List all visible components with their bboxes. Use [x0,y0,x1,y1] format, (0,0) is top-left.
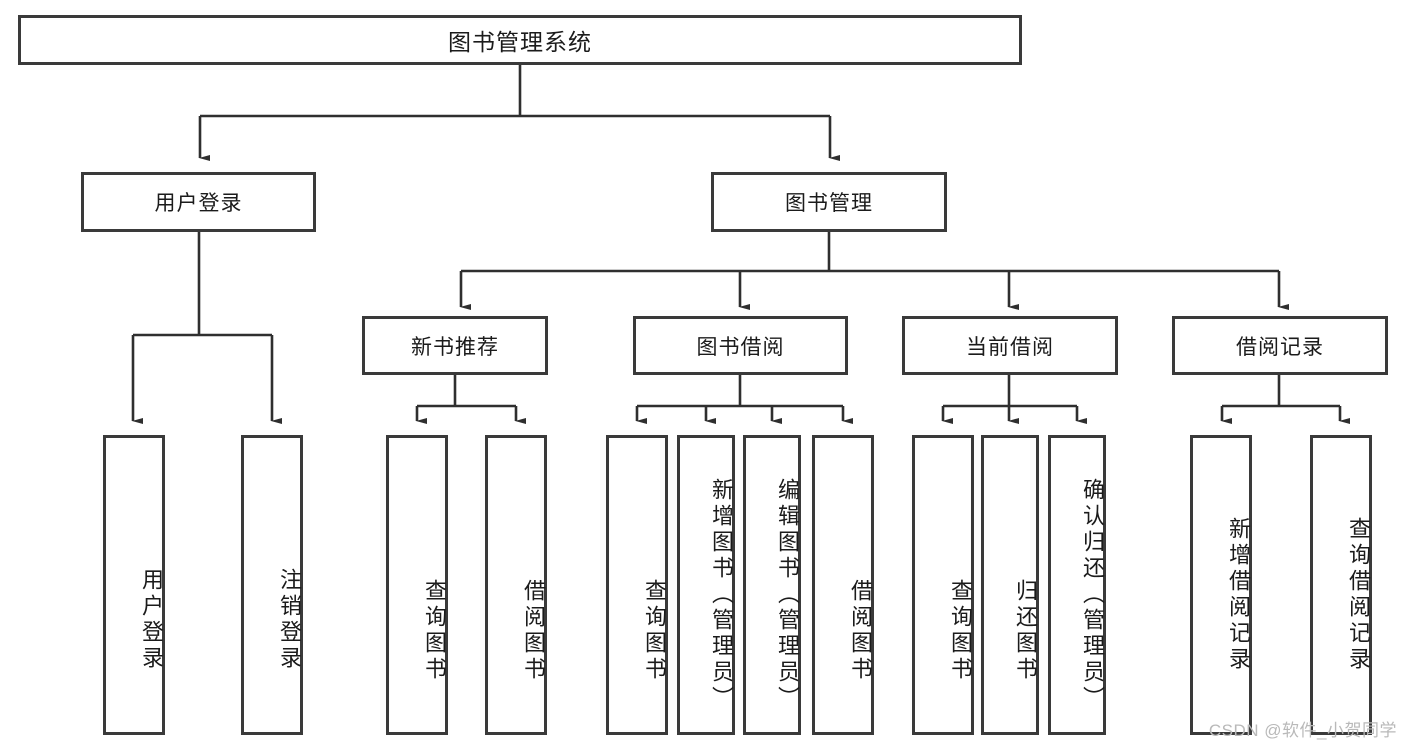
node-book-borrow[interactable]: 图书借阅 [633,316,848,375]
node-book-management[interactable]: 图书管理 [711,172,947,232]
node-user-login[interactable]: 用户登录 [81,172,316,232]
node-new-book-recommend[interactable]: 新书推荐 [362,316,548,375]
leaf-add-borrow-record[interactable]: 新增借阅记录 [1190,435,1252,735]
node-root-book-management-system[interactable]: 图书管理系统 [18,15,1022,65]
leaf-edit-book-admin[interactable]: 编辑图书（管理员） [743,435,801,735]
leaf-add-book-admin[interactable]: 新增图书（管理员） [677,435,735,735]
watermark-text: CSDN @软件_小贺同学 [1208,721,1397,740]
leaf-borrow-book-recommend[interactable]: 借阅图书 [485,435,547,735]
leaf-return-book[interactable]: 归还图书 [981,435,1039,735]
leaf-query-book-recommend[interactable]: 查询图书 [386,435,448,735]
node-borrow-record[interactable]: 借阅记录 [1172,316,1388,375]
leaf-confirm-return-admin[interactable]: 确认归还（管理员） [1048,435,1106,735]
leaf-user-login[interactable]: 用户登录 [103,435,165,735]
node-current-borrow[interactable]: 当前借阅 [902,316,1118,375]
leaf-logout-login[interactable]: 注销登录 [241,435,303,735]
leaf-query-book-current[interactable]: 查询图书 [912,435,974,735]
leaf-query-borrow-record[interactable]: 查询借阅记录 [1310,435,1372,735]
leaf-query-book-borrow[interactable]: 查询图书 [606,435,668,735]
leaf-borrow-book-borrow[interactable]: 借阅图书 [812,435,874,735]
